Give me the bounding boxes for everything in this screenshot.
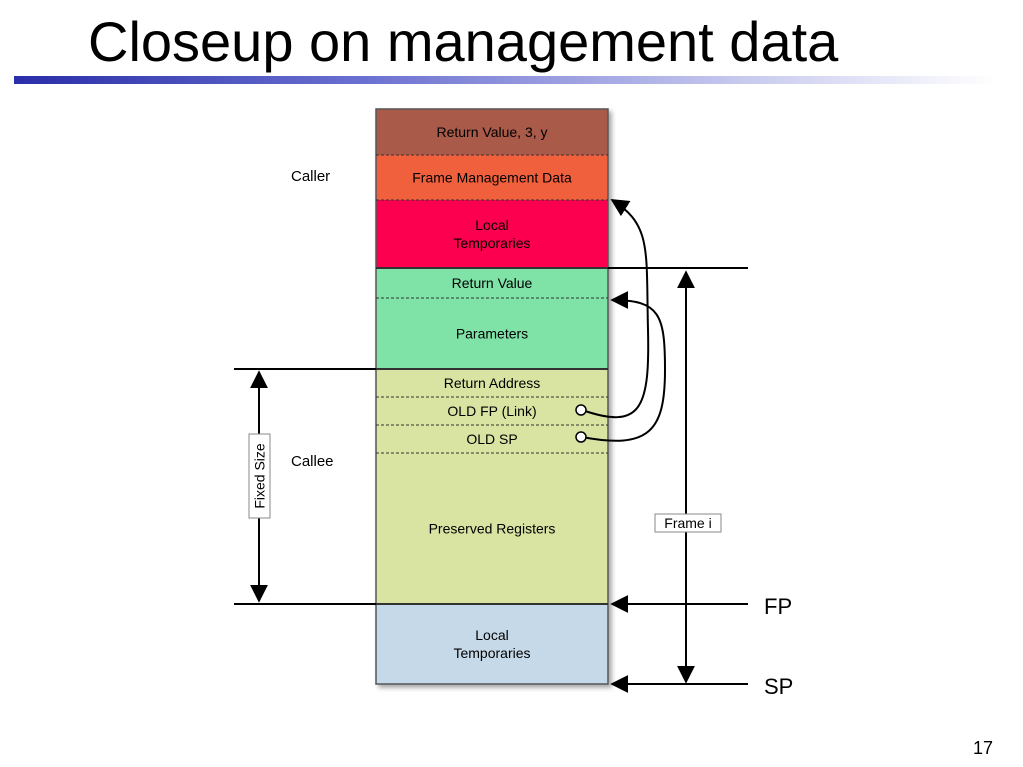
slide-title: Closeup on management data xyxy=(88,10,839,73)
old-fp-connector-icon xyxy=(575,404,587,416)
frame-i-label: Frame i xyxy=(664,515,711,531)
stack-block-1 xyxy=(376,155,608,200)
stack-block-label-6: OLD FP (Link) xyxy=(447,403,536,419)
stack-block-9 xyxy=(376,604,608,684)
stack-block-0 xyxy=(376,109,608,155)
stack-block-label-5: Return Address xyxy=(444,375,541,391)
stack-block-7 xyxy=(376,425,608,453)
title-rule xyxy=(14,76,994,84)
old-sp-link-curve xyxy=(581,291,667,442)
page-number: 17 xyxy=(972,738,993,758)
stack-block-4 xyxy=(376,298,608,369)
stack-block-3 xyxy=(376,268,608,298)
stack-block-label-1: Frame Management Data xyxy=(412,170,572,186)
callee-label: Callee xyxy=(291,453,334,470)
old-fp-link-curve xyxy=(581,199,650,419)
stack-block-6 xyxy=(376,397,608,425)
fixed-size-label-box: Fixed Size xyxy=(248,433,271,519)
stack-block-8 xyxy=(376,453,608,604)
stack-block-label-0: Return Value, 3, y xyxy=(436,124,547,140)
stack-block-label-3: Return Value xyxy=(452,275,533,291)
stack-block-5 xyxy=(376,369,608,397)
fp-label: FP xyxy=(764,594,792,619)
stack-block-2 xyxy=(376,200,608,268)
caller-label: Caller xyxy=(291,168,330,185)
stack-block-label-7: OLD SP xyxy=(466,431,517,447)
sp-label: SP xyxy=(764,674,793,699)
frame-i-label-box: Frame i xyxy=(654,513,722,533)
stack-blocks: Return Value, 3, y Frame Management DataL… xyxy=(375,108,609,685)
fixed-size-label: Fixed Size xyxy=(252,443,268,509)
stack-block-label-8: Preserved Registers xyxy=(429,521,556,537)
old-sp-connector-icon xyxy=(575,431,587,443)
stack-block-label-4: Parameters xyxy=(456,326,528,342)
